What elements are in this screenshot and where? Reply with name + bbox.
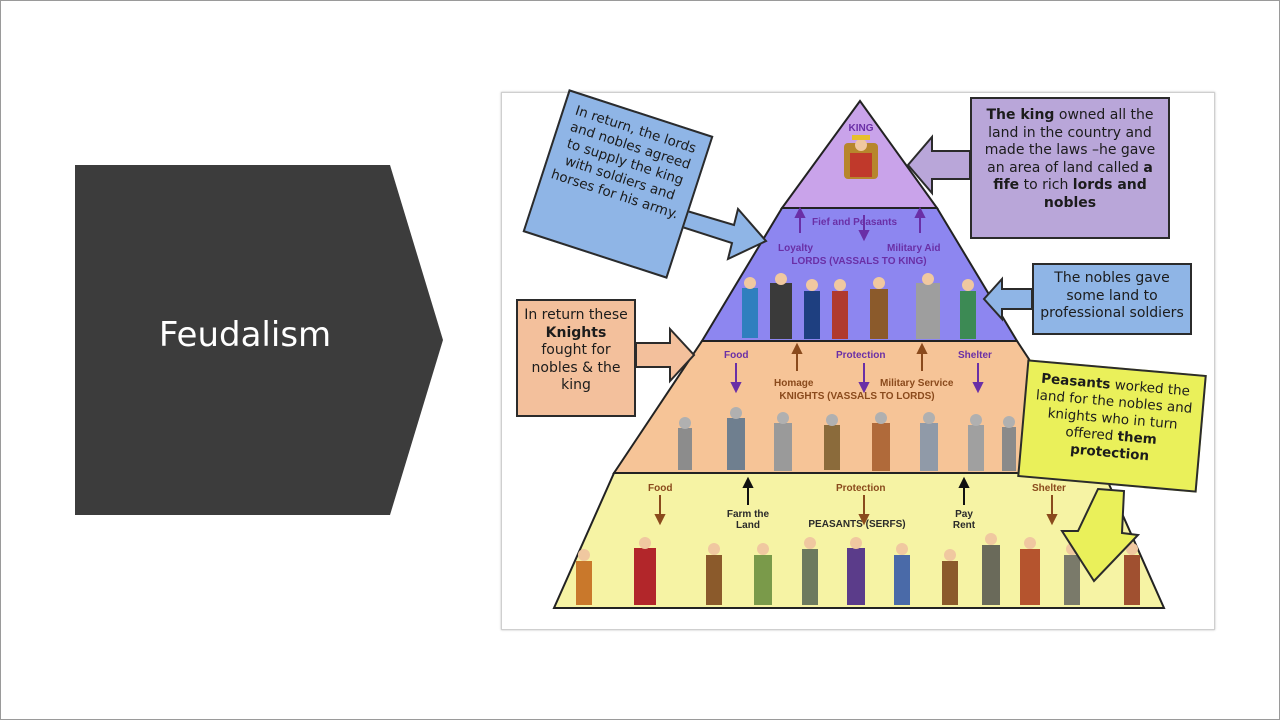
lords-arrow-label-fief: Fief and Peasants <box>812 217 898 228</box>
slide-title: Feudalism <box>158 315 332 355</box>
knights-callout-box: In return these Knights fought for noble… <box>516 299 636 417</box>
lords-callout-arrow <box>680 206 768 261</box>
peasants-figures-icon <box>576 533 1140 605</box>
lords-figures-icon <box>742 273 976 339</box>
king-callout-bold-2: a fife <box>993 159 1153 194</box>
knights-arrow-label-homage: Homage <box>774 378 814 389</box>
king-callout-box: The king owned all the land in the count… <box>970 97 1170 239</box>
king-callout-arrow <box>906 134 971 196</box>
peasants-tier-title: PEASANTS (SERFS) <box>808 519 906 530</box>
king-tier-title: KING <box>848 123 874 134</box>
peasants-callout-box: Peasants worked the land for the nobles … <box>1017 359 1207 493</box>
king-callout-text-1: owned all the land in the country and ma… <box>984 107 1156 176</box>
peasants-arrow-label-protection: Protection <box>836 483 886 494</box>
peasants-arrow-label-farm: Farm the Land <box>726 509 770 531</box>
knights-arrow-label-military-service: Military Service <box>880 378 954 389</box>
king-callout-text-2: to rich <box>1019 177 1073 193</box>
lords-arrow-label-military-aid: Military Aid <box>887 243 941 254</box>
knights-callout-arrow <box>635 326 696 384</box>
knights-figures-icon <box>678 407 1016 471</box>
king-figure-icon <box>844 135 878 179</box>
peasants-arrow-label-rent: Pay Rent <box>952 509 976 531</box>
peasants-arrow-label-shelter: Shelter <box>1032 483 1066 494</box>
king-callout-bold-1: The king <box>986 107 1055 123</box>
nobles-callout-box: The nobles gave some land to professiona… <box>1032 263 1192 335</box>
king-callout-bold-3: lords and nobles <box>1043 177 1147 211</box>
knights-arrow-label-shelter: Shelter <box>958 350 992 361</box>
pyramid-graphic <box>552 99 1166 609</box>
knights-arrow-label-protection: Protection <box>836 350 886 361</box>
lords-arrow-label-loyalty: Loyalty <box>778 243 814 254</box>
lords-tier-title: LORDS (VASSALS TO KING) <box>791 256 927 267</box>
peasants-tier-arrows <box>654 476 1058 526</box>
peasants-callout-arrow <box>1060 487 1141 583</box>
knights-callout-bold: Knights <box>545 324 607 341</box>
lords-tier-arrows <box>794 206 926 242</box>
nobles-callout-arrow <box>982 276 1033 322</box>
knights-tier-arrows <box>730 342 984 394</box>
knights-arrow-label-food: Food <box>724 350 749 361</box>
knights-callout-text-2: fought for nobles & the king <box>531 342 621 393</box>
peasants-arrow-label-food: Food <box>648 483 673 494</box>
feudalism-pyramid-diagram: KING LORDS (VASSALS TO KING) KNIGHTS (VA… <box>501 89 1215 630</box>
knights-tier-title: KNIGHTS (VASSALS TO LORDS) <box>779 391 935 402</box>
knights-callout-text-1: In return these <box>524 307 628 323</box>
title-chevron-shape <box>75 165 443 515</box>
